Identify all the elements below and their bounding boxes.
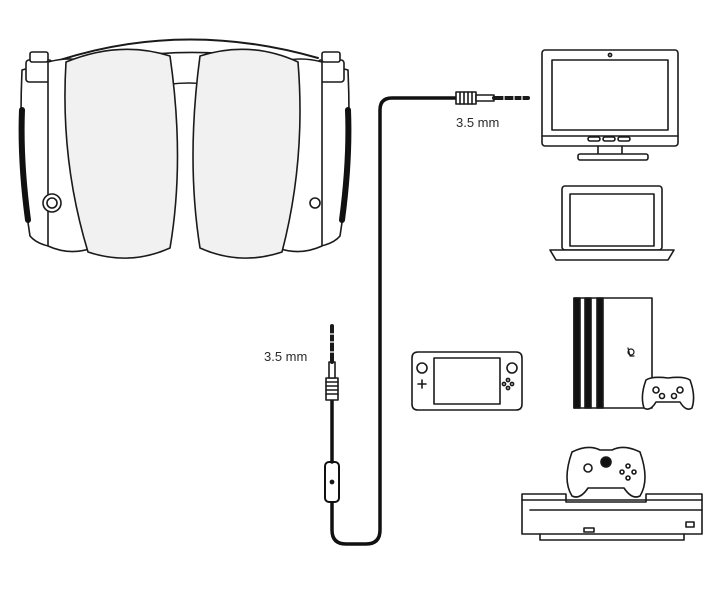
handheld-console-icon — [411, 351, 523, 411]
xbox-console-icon — [521, 493, 703, 541]
jack-size-label-top: 3.5 mm — [456, 115, 500, 130]
monitor-icon — [541, 49, 679, 161]
over-ear-headphones-icon — [18, 38, 352, 259]
gamepad-icon — [641, 376, 695, 410]
jack-plug-left — [325, 324, 339, 401]
xbox-controller-icon — [566, 446, 646, 498]
laptop-icon — [549, 185, 675, 261]
jack-size-label-left: 3.5 mm — [264, 349, 308, 364]
jack-plug-top — [455, 91, 530, 105]
audio-cable — [324, 96, 460, 546]
game-console-icon — [573, 297, 653, 409]
